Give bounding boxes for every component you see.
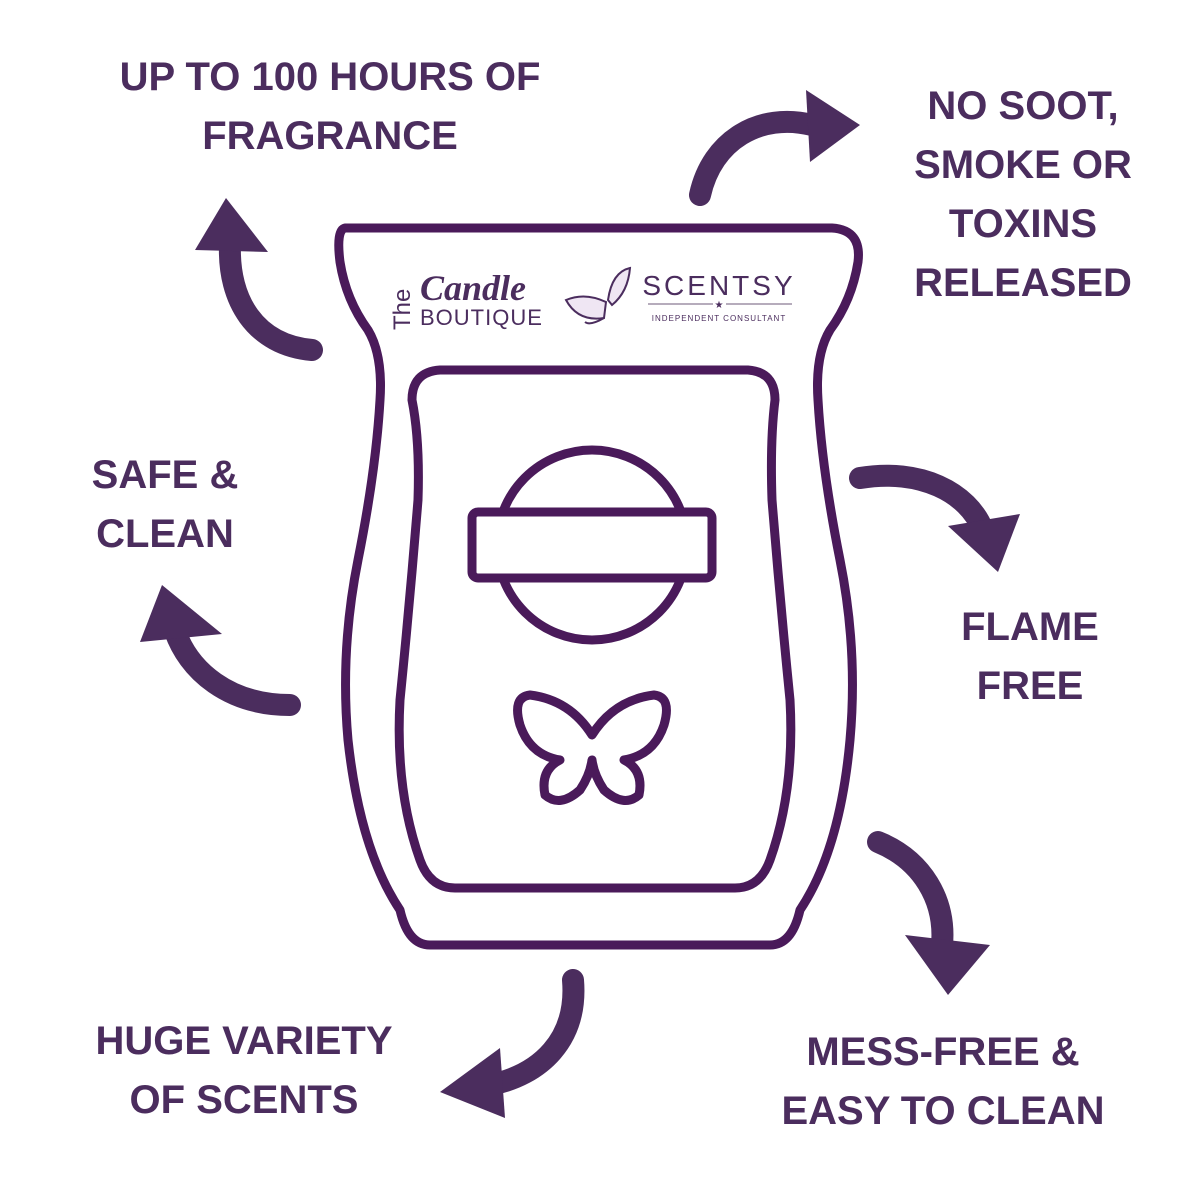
- arrow-no-soot-icon: [689, 90, 860, 206]
- svg-text:MESS-FREE &: MESS-FREE &: [806, 1030, 1079, 1074]
- brand-logo: The Candle BOUTIQUE SCENTSY ★ INDEPENDEN…: [389, 266, 795, 330]
- feature-variety: HUGE VARIETY OF SCENTS: [95, 1019, 392, 1122]
- arrow-variety-icon: [440, 969, 585, 1118]
- arrow-safe-icon: [140, 585, 301, 716]
- svg-text:SAFE &: SAFE &: [92, 453, 239, 497]
- svg-text:SMOKE OR: SMOKE OR: [914, 143, 1132, 187]
- feature-no-soot: NO SOOT, SMOKE OR TOXINS RELEASED: [914, 84, 1132, 305]
- svg-text:CLEAN: CLEAN: [96, 512, 234, 556]
- star-icon: ★: [715, 300, 724, 311]
- feature-fragrance: UP TO 100 HOURS OF FRAGRANCE: [120, 55, 541, 158]
- warmer-dish-band: [467, 507, 717, 583]
- warmer-illustration: [334, 223, 863, 950]
- svg-text:OF SCENTS: OF SCENTS: [130, 1078, 359, 1122]
- logo-subtitle: INDEPENDENT CONSULTANT: [652, 314, 786, 323]
- feature-flame-free: FLAME FREE: [961, 605, 1099, 708]
- logo-candle: Candle: [420, 268, 526, 308]
- feature-safe-clean: SAFE & CLEAN: [92, 453, 239, 556]
- logo-the: The: [389, 289, 416, 330]
- svg-text:FLAME: FLAME: [961, 605, 1099, 649]
- arrow-flame-free-icon: [849, 464, 1020, 572]
- svg-text:RELEASED: RELEASED: [914, 261, 1132, 305]
- svg-text:HUGE VARIETY: HUGE VARIETY: [95, 1019, 392, 1063]
- svg-text:FREE: FREE: [977, 664, 1084, 708]
- svg-text:TOXINS: TOXINS: [949, 202, 1097, 246]
- butterfly-logo-icon: [564, 266, 632, 325]
- svg-text:FRAGRANCE: FRAGRANCE: [202, 114, 458, 158]
- svg-text:UP TO 100 HOURS OF: UP TO 100 HOURS OF: [120, 55, 541, 99]
- warmer-panel: [394, 365, 796, 893]
- arrow-mess-free-icon: [867, 831, 990, 995]
- arrow-fragrance-icon: [195, 198, 323, 361]
- svg-text:EASY TO CLEAN: EASY TO CLEAN: [781, 1089, 1104, 1133]
- warmer-outline: [334, 223, 863, 950]
- svg-text:NO SOOT,: NO SOOT,: [927, 84, 1118, 128]
- logo-scentsy: SCENTSY: [642, 270, 795, 301]
- butterfly-cutout-icon: [513, 690, 671, 805]
- feature-mess-free: MESS-FREE & EASY TO CLEAN: [781, 1030, 1104, 1133]
- logo-boutique: BOUTIQUE: [420, 305, 543, 330]
